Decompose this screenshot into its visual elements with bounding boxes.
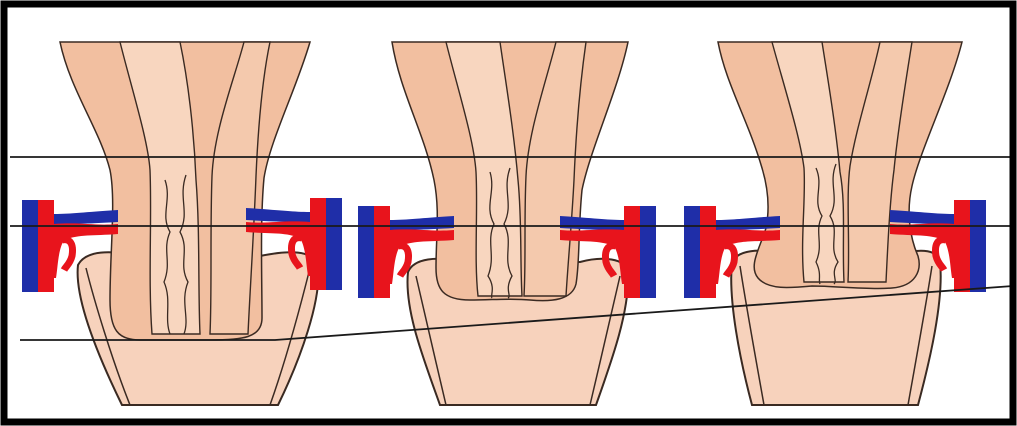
panel-3 (684, 42, 986, 405)
panel-2 (358, 42, 656, 405)
panel-1 (22, 42, 342, 405)
